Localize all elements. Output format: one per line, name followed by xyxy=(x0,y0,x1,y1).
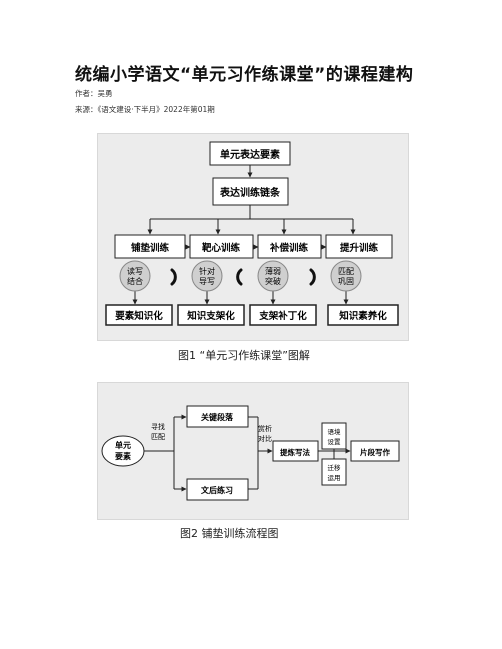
result-box-1 xyxy=(105,304,173,326)
label-transfer-2: 运用 xyxy=(328,474,341,482)
label-find-match-2: 匹配 xyxy=(151,433,165,441)
circle-4 xyxy=(330,260,362,292)
node-unit-elements-line-2: 要素 xyxy=(115,451,131,461)
circle-2 xyxy=(191,260,223,292)
label-situation-2: 设置 xyxy=(328,437,342,446)
label-find-match-1: 寻找 xyxy=(151,422,165,431)
result-box-3 xyxy=(249,304,317,326)
circle-4-line-2: 巩固 xyxy=(338,277,354,286)
stage-box-2 xyxy=(189,234,254,259)
circle-4-line-1: 匹配 xyxy=(338,267,354,276)
box-fragment-writing xyxy=(350,440,400,462)
label-unit-expression: 单元表达要素 xyxy=(220,148,280,161)
label-situation-1: 语境 xyxy=(328,427,342,436)
cycle-arc-2 xyxy=(236,268,243,286)
circle-3-line-2: 突破 xyxy=(265,276,281,286)
box-key-paragraph xyxy=(186,405,249,428)
box-extract-method xyxy=(272,440,319,462)
label-appreciate-1: 赏析 xyxy=(258,424,272,433)
result-label-3: 支架补丁化 xyxy=(258,310,307,322)
article-title: 统编小学语文“单元习作练课堂”的课程建构 xyxy=(75,65,414,85)
result-box-2 xyxy=(177,304,245,326)
result-label-4: 知识素养化 xyxy=(338,310,387,322)
figure-1-caption: 图1 “单元习作练课堂”图解 xyxy=(178,349,310,362)
node-unit-elements xyxy=(101,435,145,467)
label-appreciate-2: 对比 xyxy=(258,434,272,443)
article-author: 作者：吴勇 xyxy=(75,89,113,98)
figure-2-diagram: 单元 要素 寻找 匹配 关键段落 文后练习 赏析 对比 提炼写法 语境 设置 迁… xyxy=(97,382,409,520)
circle-3 xyxy=(257,260,289,292)
result-label-2: 知识支架化 xyxy=(186,310,235,322)
label-key-paragraph: 关键段落 xyxy=(201,412,234,422)
stage-box-3 xyxy=(257,234,322,259)
box-training-chain xyxy=(212,177,289,206)
label-fragment-writing: 片段写作 xyxy=(360,447,390,457)
label-transfer-1: 迁移 xyxy=(328,463,342,472)
stage-label-2: 靶心训练 xyxy=(202,242,241,254)
stage-label-4: 提升训练 xyxy=(340,242,379,254)
box-unit-expression xyxy=(209,141,291,166)
circle-1-line-1: 读写 xyxy=(127,266,143,276)
result-box-4 xyxy=(327,304,399,326)
figure-2-caption: 图2 铺垫训练流程图 xyxy=(180,527,279,540)
box-situation-setting xyxy=(321,422,347,450)
stage-label-3: 补偿训练 xyxy=(269,242,309,254)
article-source: 来源：《语文建设·下半月》2022年第01期 xyxy=(75,105,215,114)
circle-1-line-2: 结合 xyxy=(127,276,143,286)
label-after-class-exercise: 文后练习 xyxy=(201,485,233,495)
result-label-1: 要素知识化 xyxy=(115,310,163,322)
label-extract-method: 提炼写法 xyxy=(280,447,310,457)
cycle-arc-3 xyxy=(309,268,316,286)
label-training-chain: 表达训练链条 xyxy=(219,186,281,199)
circle-3-line-1: 薄弱 xyxy=(265,266,281,276)
circle-1 xyxy=(119,260,151,292)
box-after-class-exercise xyxy=(186,478,249,501)
stage-box-1 xyxy=(114,234,186,259)
node-unit-elements-line-1: 单元 xyxy=(115,440,131,450)
figure-1-diagram: 单元表达要素 表达训练链条 铺垫训练 靶心训练 补偿训练 提升训练 读写 结合 … xyxy=(97,133,409,341)
stage-box-4 xyxy=(325,234,393,259)
box-transfer-apply xyxy=(321,458,347,486)
circle-2-line-2: 导写 xyxy=(199,277,215,286)
circle-2-line-1: 针对 xyxy=(199,266,215,276)
stage-label-1: 铺垫训练 xyxy=(131,242,170,254)
cycle-arc-1 xyxy=(170,268,177,286)
